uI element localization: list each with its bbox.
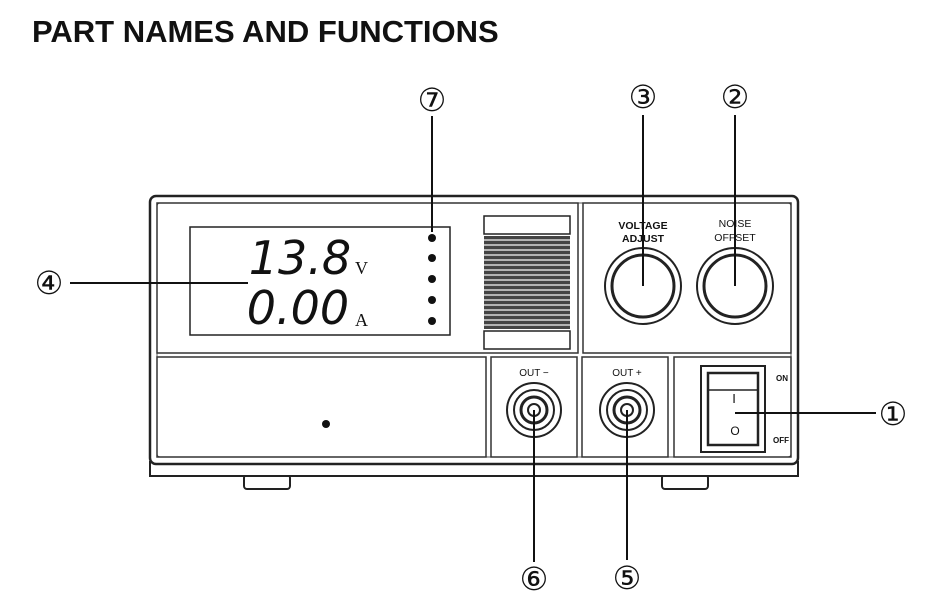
current-unit: A <box>355 310 368 330</box>
vent-cap-top <box>483 215 571 235</box>
indicator-dot <box>428 296 436 304</box>
vent-grille <box>484 236 570 329</box>
callout-1: ① <box>879 395 908 433</box>
switch-off-label: OFF <box>773 436 789 445</box>
vent-slots <box>484 239 570 326</box>
indicator-dot <box>428 275 436 283</box>
panel-screw-dot <box>322 420 330 428</box>
current-readout: 0.00 <box>247 281 349 335</box>
power-switch[interactable] <box>700 365 766 453</box>
indicator-dot <box>428 254 436 262</box>
page-title: PART NAMES AND FUNCTIONS <box>32 14 499 49</box>
lcd-display <box>189 226 451 336</box>
indicator-dot <box>428 234 436 242</box>
leader-lines <box>70 115 876 562</box>
negative-terminal-label: OUT − <box>519 368 549 379</box>
switch-rocker <box>706 371 760 447</box>
display-panel <box>156 202 579 354</box>
left-foot <box>243 474 291 490</box>
voltage-unit: V <box>355 258 368 278</box>
positive-terminal-panel <box>581 356 669 458</box>
switch-panel <box>673 356 792 458</box>
callout-5: ⑤ <box>613 559 642 597</box>
vent-cap-bottom <box>483 330 571 350</box>
switch-off-symbol: O <box>730 424 739 438</box>
blank-panel <box>156 356 487 458</box>
knob-panel <box>582 202 792 354</box>
switch-on-label: ON <box>776 374 788 383</box>
callout-2: ② <box>721 78 750 116</box>
positive-terminal-label: OUT + <box>612 368 642 379</box>
switch-on-symbol: I <box>732 391 736 406</box>
voltage-readout: 13.8 <box>249 231 351 285</box>
callout-7: ⑦ <box>418 81 447 119</box>
callout-4: ④ <box>35 264 64 302</box>
right-foot <box>661 474 709 490</box>
indicator-dot <box>428 317 436 325</box>
callout-3: ③ <box>629 78 658 116</box>
indicator-dots <box>428 234 436 325</box>
callout-6: ⑥ <box>520 560 549 598</box>
